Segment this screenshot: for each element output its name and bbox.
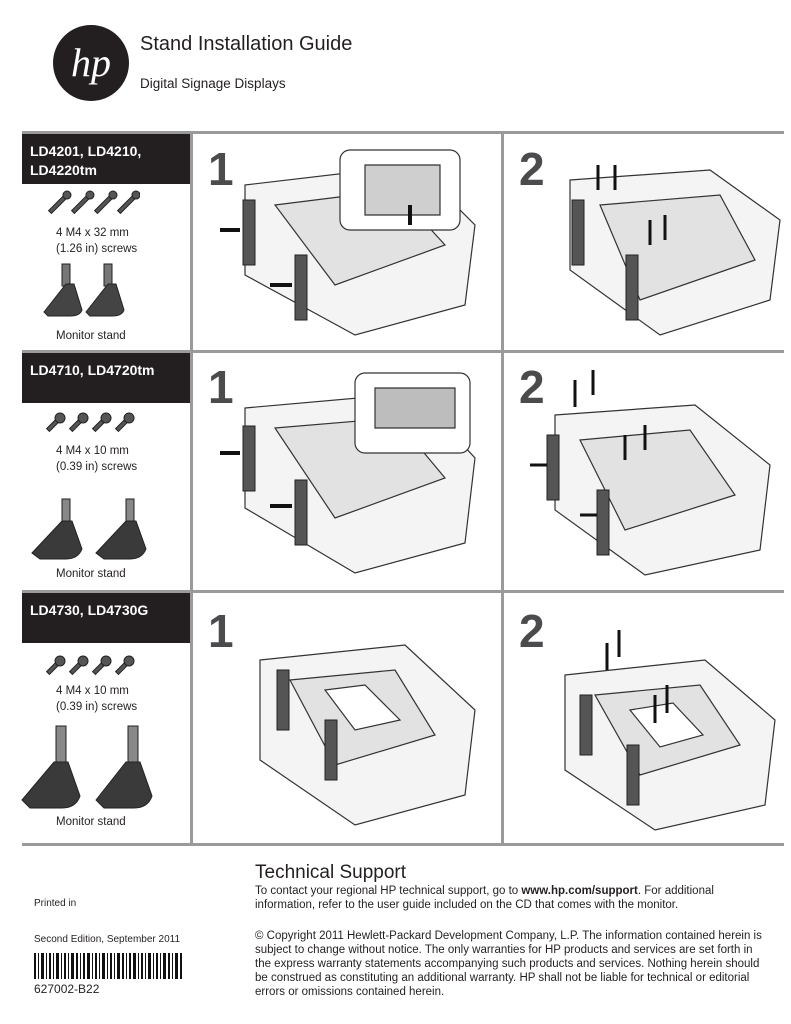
screws-icon: [45, 655, 135, 676]
svg-text:hp: hp: [71, 40, 111, 85]
part-number: 627002-B22: [34, 982, 100, 996]
model-label-section-3: LD4730, LD4730G: [22, 593, 190, 643]
model-label-section-2: LD4710, LD4720tm: [22, 353, 190, 403]
column-divider-middle: [501, 131, 504, 843]
screws-icon: [47, 190, 140, 215]
header: hp Stand Installation Guide Digital Sign…: [0, 0, 791, 130]
model-label-section-1: LD4201, LD4210, LD4220tm: [22, 134, 190, 184]
copyright-text: © Copyright 2011 Hewlett-Packard Develop…: [255, 930, 762, 998]
monitor-stand-icon: [21, 725, 153, 809]
monitor-stand-icon: [43, 263, 125, 317]
screws-caption: 4 M4 x 10 mm (0.39 in) screws: [56, 685, 138, 713]
stand-caption: Monitor stand: [56, 330, 126, 342]
stand-caption: Monitor stand: [56, 816, 126, 828]
step-2-illustration: [569, 165, 781, 336]
divider-bottom: [22, 843, 784, 846]
hp-logo: hp: [53, 25, 129, 101]
edition: Second Edition, September 2011: [34, 934, 181, 945]
page-title: Stand Installation Guide: [140, 33, 353, 55]
stand-caption: Monitor stand: [56, 568, 126, 580]
step-number: 1: [208, 143, 234, 195]
step-number: 2: [519, 605, 545, 657]
step-1-illustration: [220, 149, 476, 336]
screws-icon: [45, 412, 135, 433]
step-number: 2: [519, 143, 545, 195]
support-link[interactable]: www.hp.com/support: [521, 885, 638, 897]
divider-top: [22, 131, 784, 134]
column-divider-left: [190, 131, 193, 843]
support-text: To contact your regional HP technical su…: [255, 885, 714, 911]
step-number: 2: [519, 361, 545, 413]
divider-2: [22, 590, 784, 593]
screws-caption: 4 M4 x 10 mm (0.39 in) screws: [56, 445, 138, 473]
divider-1: [22, 350, 784, 353]
step-number: 1: [208, 361, 234, 413]
step-1-illustration: [220, 372, 476, 574]
step-1-illustration: [259, 644, 476, 826]
page-subtitle: Digital Signage Displays: [140, 76, 286, 91]
barcode-icon: [34, 953, 182, 979]
support-title: Technical Support: [255, 862, 407, 883]
monitor-stand-icon: [31, 498, 147, 560]
step-2-illustration: [530, 370, 771, 576]
step-2-illustration: [564, 630, 776, 831]
printed-in: Printed in: [34, 898, 77, 909]
screws-caption: 4 M4 x 32 mm (1.26 in) screws: [56, 227, 138, 255]
step-number: 1: [208, 605, 234, 657]
